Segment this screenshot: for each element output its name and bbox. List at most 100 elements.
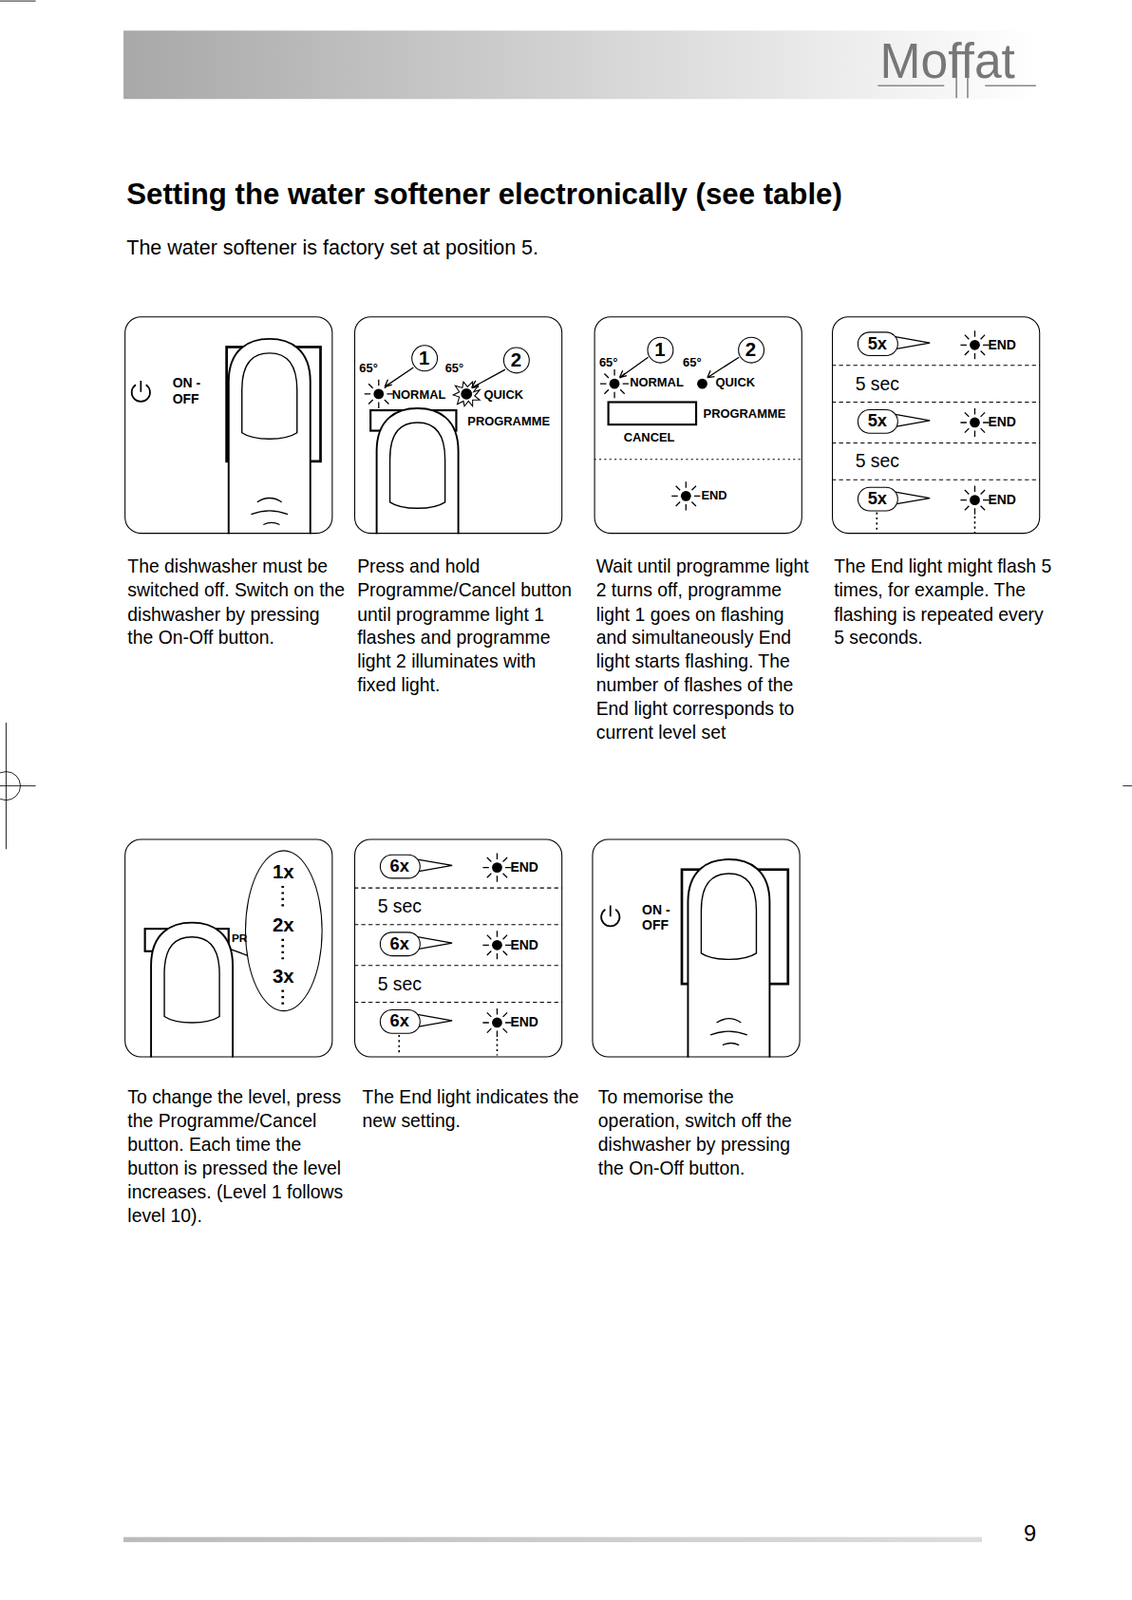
brand-logo: Moffat — [880, 32, 1016, 89]
drawing-use — [960, 330, 989, 359]
panel-text: 6x — [380, 856, 419, 877]
panel-text: 5x — [858, 489, 897, 510]
panel-text: 5 sec — [855, 373, 900, 395]
drawing-circle — [0, 772, 20, 801]
flash-count-bubble: 6x — [379, 854, 421, 880]
drawing-use — [671, 481, 700, 510]
step-panel: END5 secEND5 secENDThe End light might f… — [831, 316, 1040, 534]
panel-text: 5 sec — [377, 896, 422, 918]
step-caption: The dishwasher must be switched off. Swi… — [127, 555, 350, 651]
panel-text: END — [509, 860, 539, 876]
drawing-path — [895, 337, 931, 505]
light-number-circle: 1 — [646, 337, 674, 364]
panel-text: 5x — [858, 333, 897, 354]
step-caption: The End light might flash 5 times, for e… — [833, 555, 1057, 651]
flash-count-bubble: 6x — [379, 1009, 421, 1035]
panel-illustration — [594, 316, 803, 534]
panel-text: END — [987, 492, 1017, 509]
step-caption: Press and hold Programme/Cancel button u… — [357, 555, 580, 699]
panel-illustration — [591, 839, 800, 1058]
page-number: 9 — [1023, 1521, 1037, 1548]
panel-text: 65° — [445, 362, 465, 378]
panel-text: 1x — [245, 861, 321, 884]
step-panel: 65°NORMAL65°QUICKPROGRAMMEPress and hold… — [354, 316, 563, 534]
drawing-use — [150, 923, 233, 1058]
panel-text: PR — [231, 931, 247, 945]
step-caption: Wait until programme light 2 turns off, … — [596, 555, 819, 746]
drawing-use — [960, 408, 989, 437]
panel-text: END — [509, 1015, 539, 1031]
panel-text: CANCEL — [623, 432, 676, 447]
panel-text: 6x — [380, 1011, 419, 1032]
light-number-circle: 1 — [411, 344, 438, 372]
drawing-path — [619, 357, 739, 378]
flash-count-bubble: 5x — [857, 409, 899, 434]
step-panel: 65°NORMAL65°QUICKPROGRAMMECANCELENDWait … — [594, 316, 803, 534]
panel-text: END — [509, 938, 539, 954]
panel-text: 2x — [245, 914, 321, 937]
drawing-use — [601, 905, 620, 926]
panel-text: PROGRAMME — [703, 407, 787, 422]
panel-text: 6x — [380, 933, 419, 954]
panel-text: 2 — [504, 349, 529, 372]
panel-text: ON - OFF — [641, 903, 687, 934]
step-panel: ON - OFFTo memorise the operation, switc… — [591, 839, 800, 1058]
step-caption: The End light indicates the new setting. — [362, 1086, 585, 1134]
panel-text: QUICK — [715, 377, 755, 392]
panel-text: NORMAL — [629, 377, 684, 392]
panel-illustration — [124, 839, 333, 1058]
step-panel: PRTo change the level, press the Program… — [124, 839, 333, 1058]
panel-text: 5 sec — [377, 973, 422, 995]
panel-text: PROGRAMME — [467, 415, 550, 430]
panel-text: END — [700, 489, 727, 504]
drawing-path — [876, 512, 975, 533]
drawing-path — [831, 365, 1040, 480]
step-caption: To memorise the operation, switch off th… — [598, 1086, 821, 1182]
step-panel: ON - OFFThe dishwasher must be switched … — [124, 316, 333, 534]
panel-text: 1 — [412, 346, 436, 369]
drawing-rect — [608, 401, 697, 425]
drawing-rect — [123, 1537, 982, 1543]
drawing-path — [398, 1035, 497, 1056]
drawing-circle — [697, 378, 708, 390]
panel-text: END — [987, 338, 1017, 354]
drawing-path — [594, 458, 803, 460]
drawing-use — [482, 853, 511, 883]
light-number-circle: 2 — [503, 346, 530, 374]
drawing-use — [228, 339, 311, 534]
drawing-use — [482, 930, 511, 960]
page-title: Setting the water softener electronicall… — [126, 177, 843, 211]
drawing-path — [281, 886, 284, 1007]
step-panel: END5 secEND5 secENDThe End light indicat… — [354, 839, 563, 1058]
drawing-use — [132, 380, 151, 402]
panel-text: 3x — [245, 965, 321, 988]
step-caption: To change the level, press the Programme… — [127, 1086, 350, 1229]
flash-count-bubble: 6x — [379, 931, 421, 957]
drawing-use — [482, 1008, 511, 1038]
panel-text: 1 — [648, 339, 673, 361]
panel-text: NORMAL — [392, 389, 447, 404]
panel-text: 5 sec — [855, 451, 900, 472]
drawing-use — [960, 486, 989, 515]
flash-count-bubble: 5x — [857, 487, 899, 512]
light-number-circle: 2 — [737, 337, 765, 364]
subtitle-note: The water softener is factory set at pos… — [126, 235, 539, 260]
drawing-rect — [123, 30, 1038, 99]
drawing-use — [377, 408, 459, 534]
panel-illustration — [124, 316, 333, 534]
flash-count-bubble: 5x — [857, 331, 899, 357]
drawing-use — [687, 859, 770, 1058]
panel-text: 65° — [682, 356, 702, 371]
panel-text: 5x — [858, 411, 897, 432]
drawing-path — [0, 0, 1132, 849]
panel-text: 65° — [358, 362, 378, 378]
press-count-oval: 1x 2x 3x — [245, 849, 323, 1012]
drawing-path — [417, 859, 453, 1027]
panel-text: END — [987, 415, 1017, 431]
panel-text: ON - OFF — [172, 377, 218, 408]
drawing-path — [354, 887, 563, 1002]
panel-text: 65° — [599, 356, 619, 371]
panel-text: QUICK — [483, 389, 524, 404]
panel-text: 2 — [738, 339, 763, 361]
